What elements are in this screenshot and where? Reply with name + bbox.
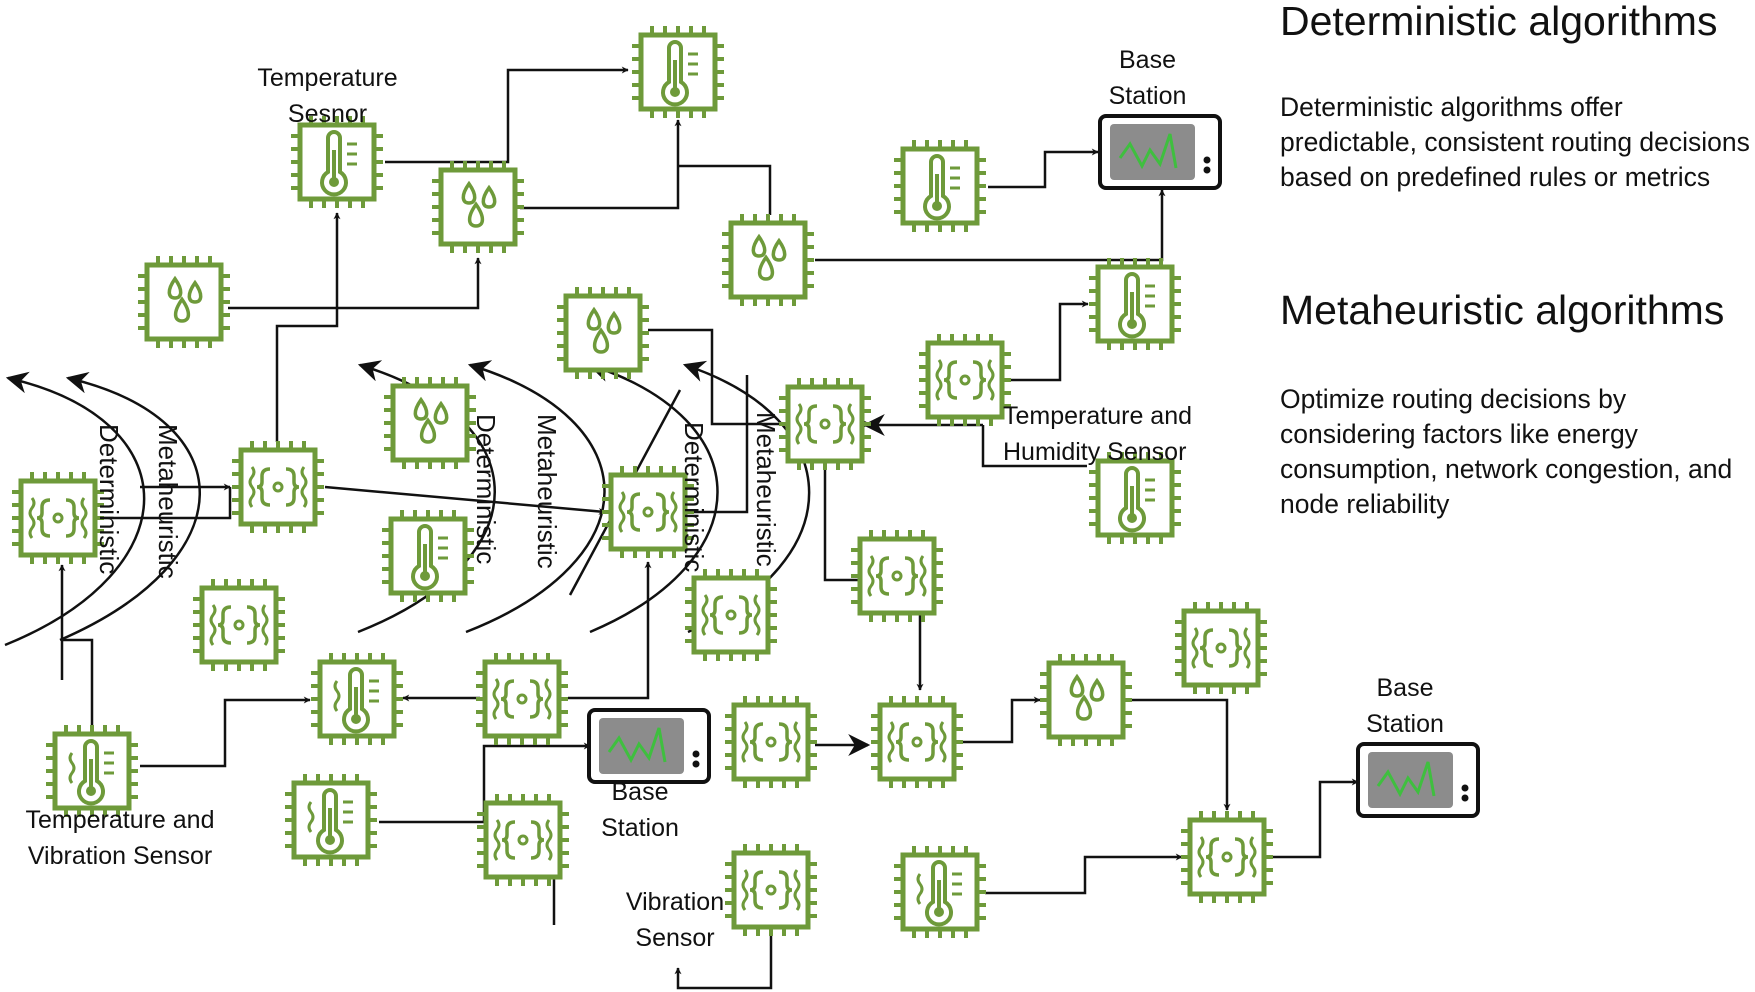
- sensor-humidity-a: [432, 161, 524, 253]
- sensor-temp-g: [285, 774, 377, 866]
- connection-lines: [58, 66, 1359, 990]
- connection-line: [1010, 300, 1089, 382]
- connection-line: [988, 148, 1099, 189]
- sensor-hub-f: [779, 378, 871, 470]
- sensor-temp-vibration: [46, 725, 138, 817]
- sensor-humidity-d: [557, 287, 649, 379]
- algorithm-curve: [465, 360, 606, 634]
- sensor-hub-g: [232, 441, 324, 533]
- connection-line: [140, 696, 311, 768]
- sensor-temp-c: [1089, 258, 1181, 350]
- connection-line: [1132, 698, 1231, 811]
- sensor-hub-o: [1175, 602, 1267, 694]
- sensor-hub-n: [871, 696, 963, 788]
- sensor-temp-humidity-hub: [919, 334, 1011, 426]
- connection-line: [228, 257, 482, 310]
- sensor-hub-m: [725, 696, 817, 788]
- sensor-hub-k: [193, 579, 285, 671]
- connection-line: [379, 742, 591, 824]
- connection-line: [962, 696, 1041, 744]
- curve-label-deterministic-3: Deterministic: [679, 422, 709, 573]
- connection-line: [95, 487, 232, 520]
- connection-line: [62, 638, 94, 727]
- base-station-mid: [587, 708, 711, 784]
- algorithm-curve: [59, 371, 201, 642]
- connection-line: [981, 425, 1087, 468]
- sensor-humidity-b: [138, 256, 230, 348]
- base-station-right: [1356, 742, 1480, 818]
- sensor-hub-q: [1181, 811, 1273, 903]
- sensor-temp-d: [382, 510, 474, 602]
- sensor-temp-f: [311, 653, 403, 745]
- curve-label-metaheuristic-2: Metaheuristic: [532, 414, 562, 569]
- metaheuristic-description: Optimize routing decisions by considerin…: [1280, 384, 1733, 519]
- connection-line: [678, 164, 772, 215]
- algorithm-curve: [587, 360, 719, 634]
- connection-line: [520, 119, 682, 210]
- sensor-humidity-e: [384, 377, 476, 469]
- sensor-nodes: [12, 26, 1480, 938]
- curve-label-deterministic-1: Deterministic: [94, 424, 124, 575]
- sensor-hub-left: [12, 472, 104, 564]
- connection-line: [815, 189, 1166, 262]
- connection-line: [674, 935, 773, 990]
- connection-line: [568, 561, 652, 700]
- sensor-temp-top: [632, 26, 724, 118]
- sensor-hub-p: [477, 794, 569, 886]
- connection-line: [324, 485, 606, 515]
- sensor-humidity-f: [1040, 654, 1132, 746]
- base-station-top: [1098, 114, 1222, 190]
- metaheuristic-heading: Metaheuristic algorithms: [1280, 287, 1725, 333]
- sensor-hub-l: [476, 653, 568, 745]
- connection-line: [985, 853, 1183, 895]
- curve-label-deterministic-2: Deterministic: [471, 414, 501, 565]
- sensor-hub-h: [602, 466, 694, 558]
- sensor-temp-b: [894, 140, 986, 232]
- deterministic-heading: Deterministic algorithms: [1280, 0, 1718, 44]
- connection-line: [692, 375, 749, 514]
- sensor-temp-h: [894, 846, 986, 938]
- connection-line: [275, 212, 341, 442]
- sensor-vibration: [725, 844, 817, 936]
- sensor-hub-i: [851, 530, 943, 622]
- sensor-hub-j: [685, 569, 777, 661]
- curve-label-metaheuristic-1: Metaheuristic: [153, 424, 183, 579]
- connection-line: [385, 66, 629, 164]
- sensor-temp-e: [1089, 452, 1181, 544]
- deterministic-description: Deterministic algorithms offer predictab…: [1280, 92, 1750, 192]
- algorithm-curve: [4, 371, 146, 647]
- sensor-temperature: [291, 116, 383, 208]
- sensor-humidity-c: [722, 214, 814, 306]
- connection-line: [1272, 778, 1359, 859]
- curve-label-metaheuristic-3: Metaheuristic: [751, 412, 781, 567]
